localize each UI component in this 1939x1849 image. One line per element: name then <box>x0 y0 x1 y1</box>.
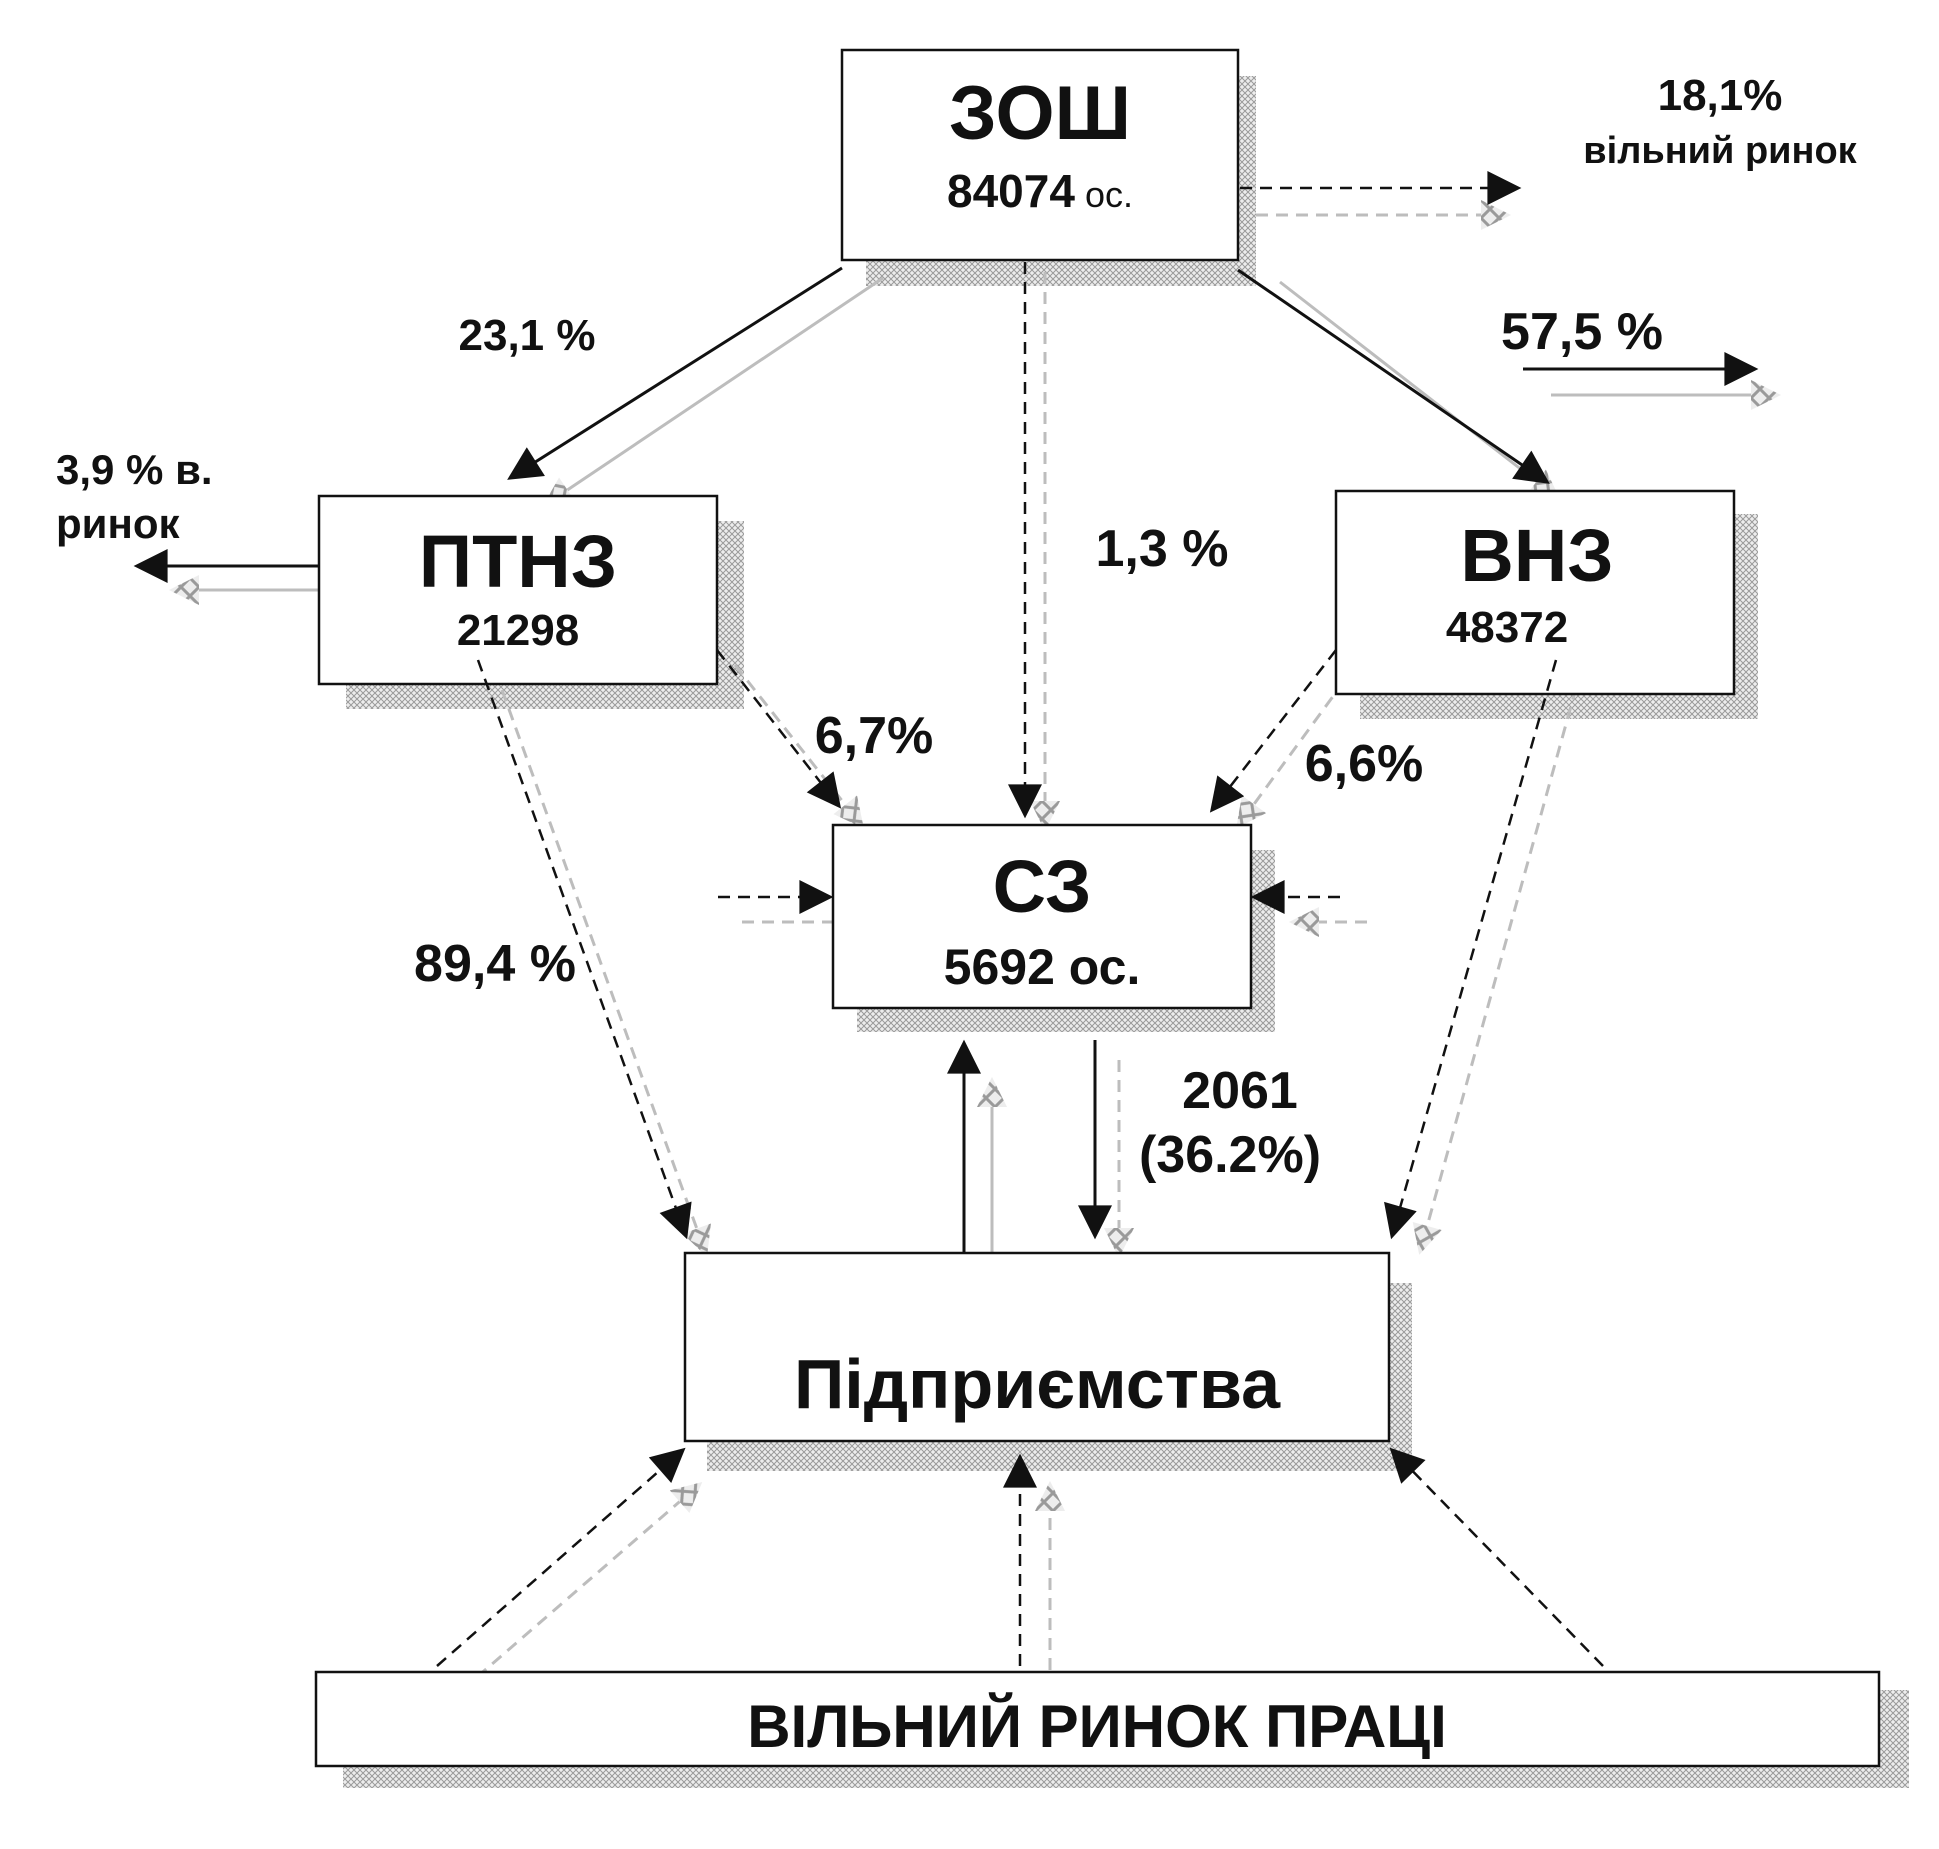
ptnz-title: ПТНЗ <box>419 520 617 603</box>
vnz-box <box>1334 489 1736 696</box>
sz-title: СЗ <box>993 845 1092 928</box>
market-to-enterprises-left-arrow <box>436 1447 686 1667</box>
sz-count: 5692 ос. <box>944 939 1141 995</box>
free-labor-market-title: ВІЛЬНИЙ РИНОК ПРАЦІ <box>747 1693 1447 1760</box>
zosh-to-vnz-arrow <box>1237 268 1550 484</box>
ptnz-to-sz-arrow <box>716 649 842 809</box>
sz-to-enterprises-count: 2061 <box>1182 1062 1298 1120</box>
zosh-to-ptnz-arrow <box>507 266 843 480</box>
vnz-count: 48372 <box>1446 603 1568 652</box>
ptnz-free-market-label: ринок <box>56 500 180 547</box>
market-to-enterprises-right-arrow <box>1389 1447 1604 1667</box>
ptnz-to-sz-percent: 6,7% <box>815 707 934 765</box>
ptnz-box <box>317 494 719 686</box>
enterprises-box <box>683 1251 1391 1443</box>
shade-lines <box>172 215 1778 1692</box>
vnz-title: ВНЗ <box>1460 514 1613 597</box>
ptnz-count: 21298 <box>457 606 579 655</box>
zosh-free-market-percent: 18,1% <box>1658 71 1783 120</box>
sz-to-enterprises-percent: (36.2%) <box>1139 1126 1321 1184</box>
ptnz-free-market-percent: 3,9 % в. <box>56 446 213 493</box>
vnz-to-sz-arrow <box>1209 649 1337 813</box>
ptnz-to-enterprises-percent: 89,4 % <box>414 935 576 993</box>
zosh-to-sz-percent: 1,3 % <box>1096 520 1229 578</box>
sz-box <box>831 823 1253 1010</box>
zosh-free-market-label: вільний ринок <box>1583 130 1857 172</box>
enterprises-title: Підприємства <box>794 1345 1281 1423</box>
zosh-to-ptnz-percent: 23,1 % <box>459 311 596 360</box>
vnz-to-sz-percent: 6,6% <box>1305 735 1424 793</box>
zosh-unit: ос. <box>1085 174 1133 215</box>
zosh-box <box>840 48 1240 262</box>
zosh-title: ЗОШ <box>949 71 1131 156</box>
flow-arrows <box>133 171 1759 1667</box>
zosh-to-vnz-percent: 57,5 % <box>1501 303 1663 361</box>
free-labor-market-box <box>314 1670 1881 1768</box>
ptnz-to-enterprises-arrow <box>476 659 692 1240</box>
